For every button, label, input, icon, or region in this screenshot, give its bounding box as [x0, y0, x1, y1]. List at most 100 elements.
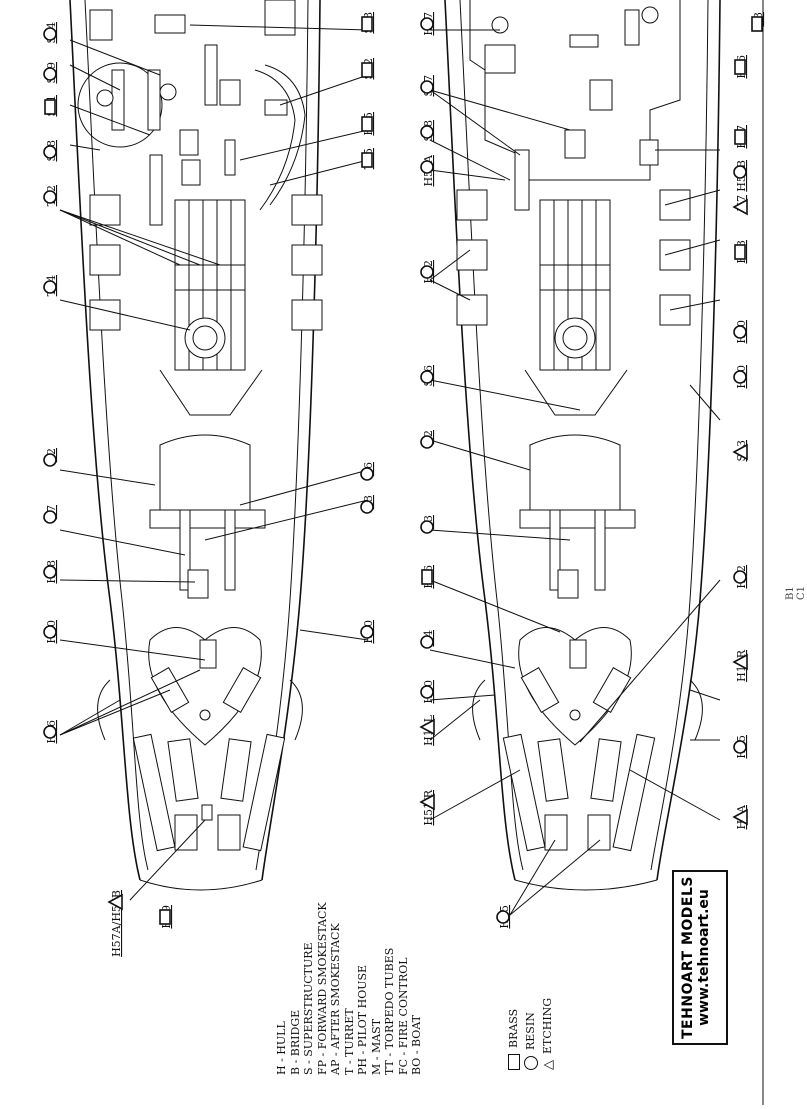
part-label: T2: [43, 448, 58, 467]
part-label: S42: [361, 58, 375, 80]
circle-symbol-icon: [43, 190, 57, 204]
circle-symbol-icon: [420, 160, 434, 174]
part-label: S41: [44, 95, 58, 117]
circle-symbol-icon: [420, 370, 434, 384]
part-label: T6: [360, 462, 375, 481]
legend-line: H - HULL: [275, 1021, 288, 1075]
circle-symbol-icon: [733, 370, 747, 384]
abbreviation-legend: H - HULL B - BRIDGE S - SUPERSTRUCTURE F…: [275, 855, 424, 1075]
circle-symbol-icon: [43, 510, 57, 524]
part-label: H55: [733, 735, 748, 759]
part-label: S28: [420, 120, 435, 142]
part-label: S24: [43, 22, 58, 44]
part-label: H37: [734, 125, 748, 149]
circle-symbol-icon: [420, 125, 434, 139]
part-label: H58B: [733, 160, 748, 192]
part-label: S3: [751, 12, 765, 32]
circle-symbol-icon: [733, 570, 747, 584]
legend-line: PH - PILOT HOUSE: [356, 964, 369, 1075]
part-label: S13: [732, 440, 748, 462]
part-label: H55: [361, 112, 375, 136]
part-label: H7: [732, 195, 748, 216]
part-label: T3: [420, 515, 435, 534]
material-legend: BRASS RESIN △ETCHING: [505, 950, 557, 1070]
part-label: T7: [43, 505, 58, 524]
circle-symbol-icon: [420, 17, 434, 31]
circle-symbol-icon: [496, 910, 510, 924]
brand-name: TEHNOART MODELS: [680, 876, 696, 1040]
circle-symbol-icon: [360, 500, 374, 514]
circle-symbol-icon: [43, 625, 57, 639]
part-label: H38: [43, 560, 58, 584]
part-label: H56: [421, 565, 435, 589]
legend-line: BO - BOAT: [410, 1014, 423, 1075]
part-labels-bottom: H37S3H36S27S28H37H58AH58BH7H52H53H50S26H…: [419, 12, 765, 929]
triangle-symbol-icon: [732, 653, 748, 671]
part-label: H58A: [420, 154, 435, 187]
part-label: H53: [734, 240, 748, 264]
part-label: H6A: [732, 804, 748, 830]
circle-symbol-icon: [43, 67, 57, 81]
circle-symbol-icon: [43, 280, 57, 294]
brand-box: TEHNOART MODELS www.tehnoart.eu: [672, 870, 728, 1045]
brand-url: www.tehnoart.eu: [696, 889, 712, 1026]
legend-resin: RESIN: [522, 950, 539, 1070]
part-label: H36: [734, 55, 748, 79]
circle-symbol-icon: [420, 435, 434, 449]
part-label: H60: [733, 365, 748, 389]
triangle-symbol-icon: △: [540, 1060, 556, 1070]
circle-symbol-icon: [420, 80, 434, 94]
hull-view-top: [69, 0, 323, 891]
legend-line: B - BRIDGE: [288, 1009, 302, 1075]
square-symbol-icon: [361, 152, 373, 168]
part-label: H13R: [732, 649, 748, 682]
legend-brass: BRASS: [505, 950, 522, 1070]
square-symbol-icon: [734, 129, 746, 145]
triangle-symbol-icon: [732, 198, 748, 216]
part-label: T3: [360, 495, 375, 514]
square-symbol-icon: [361, 16, 373, 32]
triangle-symbol-icon: [732, 808, 748, 826]
square-symbol-icon: [508, 1054, 520, 1070]
square-symbol-icon: [734, 244, 746, 260]
circle-symbol-icon: [524, 1056, 538, 1070]
leader-lines: [59, 24, 721, 916]
square-symbol-icon: [44, 99, 56, 115]
part-label: S49: [43, 62, 58, 84]
part-label: H50: [733, 320, 748, 344]
circle-symbol-icon: [43, 565, 57, 579]
legend-line: M - MAST: [369, 1018, 383, 1075]
part-label: H57A/H57B: [107, 890, 123, 957]
legend-line: AP - AFTER SMOKESTACK: [329, 923, 342, 1075]
circle-symbol-icon: [43, 145, 57, 159]
square-symbol-icon: [159, 909, 171, 925]
legend-line: S - SUPERSTRUCTURE: [302, 942, 315, 1075]
part-labels-top: S38S42H55T15S24S49S41S18T12T14T2T6T3T7H3…: [43, 12, 375, 957]
square-symbol-icon: [361, 62, 373, 78]
square-symbol-icon: [751, 16, 763, 32]
part-label: H4: [420, 630, 435, 649]
part-label: T12: [43, 185, 58, 206]
hull-view-bottom: [444, 0, 721, 891]
part-label: H36: [43, 720, 58, 744]
circle-symbol-icon: [420, 685, 434, 699]
part-label: H13L: [419, 714, 435, 746]
page-code: B1 C1: [785, 585, 807, 600]
circle-symbol-icon: [733, 165, 747, 179]
circle-symbol-icon: [43, 27, 57, 41]
part-label: H60: [360, 620, 375, 644]
part-label: H51/R: [419, 789, 435, 826]
triangle-symbol-icon: [419, 793, 435, 811]
part-label: S38: [361, 12, 375, 34]
part-label: S26: [420, 365, 435, 387]
legend-line: TT - TORPEDO TUBES: [383, 947, 396, 1075]
legend-line: FC - FIRE CONTROL: [396, 957, 410, 1075]
part-label: T14: [43, 275, 58, 296]
square-symbol-icon: [734, 59, 746, 75]
circle-symbol-icon: [420, 520, 434, 534]
legend-line: T - TURRET: [342, 1008, 356, 1075]
triangle-symbol-icon: [419, 718, 435, 736]
part-label: H50: [420, 680, 435, 704]
circle-symbol-icon: [360, 467, 374, 481]
